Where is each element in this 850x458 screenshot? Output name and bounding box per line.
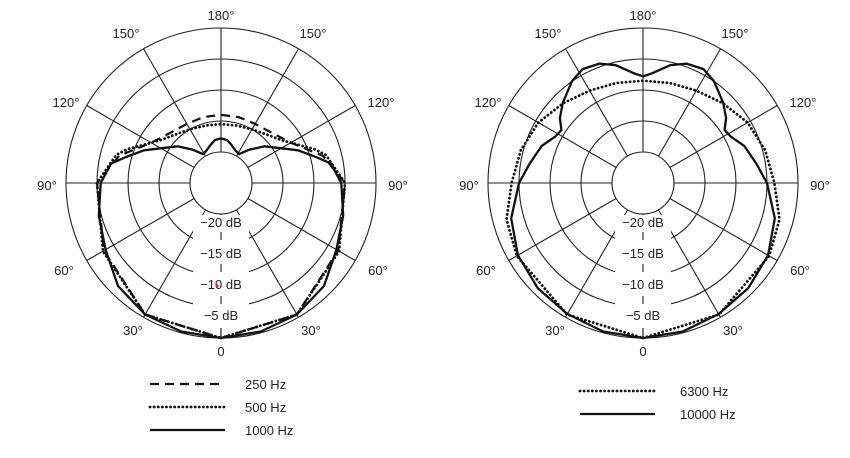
angle-label: 90° — [459, 178, 479, 193]
angle-label: 90° — [37, 178, 57, 193]
angle-label: 60° — [476, 263, 496, 278]
grid-ring — [189, 151, 253, 215]
grid-spoke — [86, 105, 195, 168]
angle-label: 120° — [475, 95, 502, 110]
angle-label: 120° — [53, 95, 80, 110]
grid-spoke — [508, 198, 617, 261]
angle-label: 60° — [368, 263, 388, 278]
angle-label: 30° — [545, 323, 565, 338]
grid-spoke — [669, 198, 778, 261]
legend-label: 6300 Hz — [680, 384, 728, 399]
ring-label: −20 dB — [200, 215, 242, 230]
grid-spoke — [143, 48, 206, 157]
ring-label-bg — [619, 277, 667, 292]
ring-label-bg — [619, 215, 667, 230]
polar-plot-right: −20 dB −15 dB −10 dB −5 dB 180° 150° 150° 120° 1… — [459, 8, 830, 422]
angle-label: 0 — [217, 344, 224, 359]
red-marker-dot — [215, 284, 219, 288]
angle-label: 60° — [54, 263, 74, 278]
angle-label: 90° — [810, 178, 830, 193]
angle-label: 90° — [388, 178, 408, 193]
angle-label: 150° — [300, 26, 327, 41]
ring-label-bg — [619, 308, 667, 323]
ring-label-bg — [197, 277, 245, 292]
ring-label: −20 dB — [622, 215, 664, 230]
series-line-6300-hz — [505, 79, 781, 340]
ring-label: −5 dB — [204, 308, 238, 323]
angle-label: 120° — [368, 95, 395, 110]
legend-label: 1000 Hz — [245, 423, 293, 438]
angle-label: 180° — [630, 8, 657, 23]
series-line-500-hz — [95, 122, 347, 340]
ring-label-bg — [619, 246, 667, 261]
angle-label: 30° — [723, 323, 743, 338]
series-line-10000-hz — [510, 62, 776, 340]
angle-label: 150° — [113, 26, 140, 41]
angle-label: 180° — [208, 8, 235, 23]
angle-label: 60° — [790, 263, 810, 278]
grid-ring — [611, 151, 675, 215]
angle-label: 0 — [639, 344, 646, 359]
series-line-1000-hz — [97, 137, 345, 340]
grid-spoke — [565, 48, 628, 157]
angle-label: 30° — [301, 323, 321, 338]
grid-spoke — [247, 105, 356, 168]
grid-spoke — [236, 48, 299, 157]
legend-label: 250 Hz — [245, 377, 286, 392]
grid-spoke — [658, 48, 721, 157]
ring-label-bg — [197, 215, 245, 230]
legend-label: 500 Hz — [245, 400, 286, 415]
angle-label: 150° — [535, 26, 562, 41]
ring-label-bg — [197, 308, 245, 323]
grid-spoke — [86, 198, 195, 261]
angle-label: 120° — [790, 95, 817, 110]
angle-label: 30° — [123, 323, 143, 338]
ring-label: −5 dB — [626, 308, 660, 323]
angle-label: 150° — [722, 26, 749, 41]
grid-spoke — [669, 105, 778, 168]
ring-label: −15 dB — [200, 246, 242, 261]
polar-plot-left: −20 dB −15 dB −10 dB −5 dB 180° 150° 150° 120° 1… — [37, 8, 408, 438]
ring-label: −10 dB — [622, 277, 664, 292]
ring-label-bg — [197, 246, 245, 261]
ring-label: −10 dB — [200, 277, 242, 292]
ring-label: −15 dB — [622, 246, 664, 261]
legend-label: 10000 Hz — [680, 407, 736, 422]
grid-spoke — [508, 105, 617, 168]
